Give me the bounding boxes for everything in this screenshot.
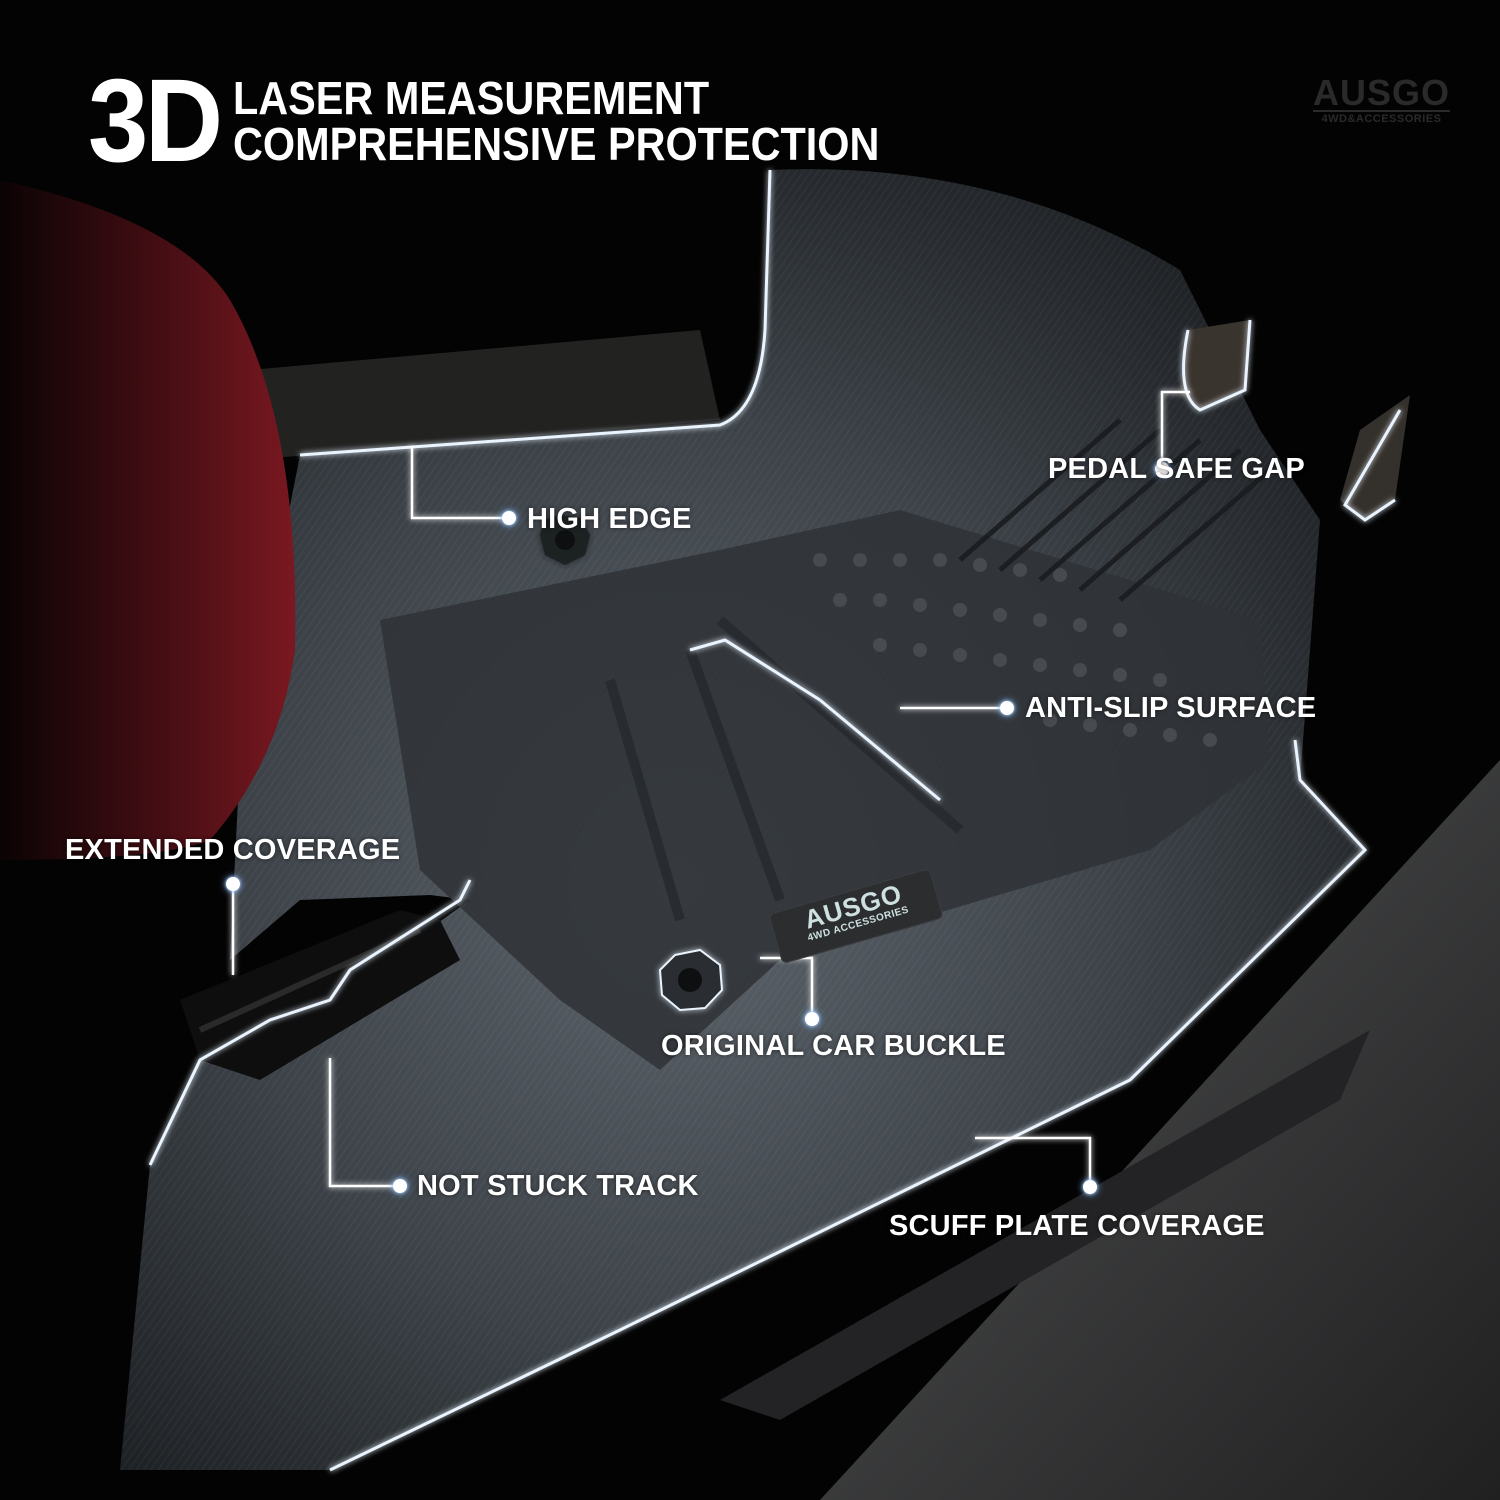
callout-extended-coverage: EXTENDED COVERAGE [65,834,401,866]
callout-dot-icon [805,1012,819,1026]
headline-line-2: COMPREHENSIVE PROTECTION [232,118,880,170]
callout-dot-icon [393,1179,407,1193]
callout-dot-icon [226,877,240,891]
callout-dot-icon [1000,701,1014,715]
brand-divider [1312,110,1450,112]
3d-label: 3D [88,55,223,187]
headline-block: 3D LASER MEASUREMENT COMPREHENSIVE PROTE… [88,62,951,180]
callout-dot-icon [1083,1180,1097,1194]
callout-scuff-plate-coverage: SCUFF PLATE COVERAGE [889,1210,1265,1242]
callout-pedal-safe-gap: PEDAL SAFE GAP [1048,453,1305,485]
callout-anti-slip-surface: ANTI-SLIP SURFACE [1025,692,1317,724]
callout-high-edge: HIGH EDGE [527,503,692,535]
brand-tagline: 4WD&ACCESSORIES [1321,113,1442,125]
brand-logo: AUSGO 4WD&ACCESSORIES [1312,72,1450,125]
headline-line-1: LASER MEASUREMENT [232,72,709,124]
callout-not-stuck-track: NOT STUCK TRACK [417,1170,699,1202]
brand-name: AUSGO [1312,72,1450,113]
callout-dot-icon [502,511,516,525]
callout-dot-icon [1155,462,1169,476]
callout-original-car-buckle: ORIGINAL CAR BUCKLE [661,1030,1006,1062]
